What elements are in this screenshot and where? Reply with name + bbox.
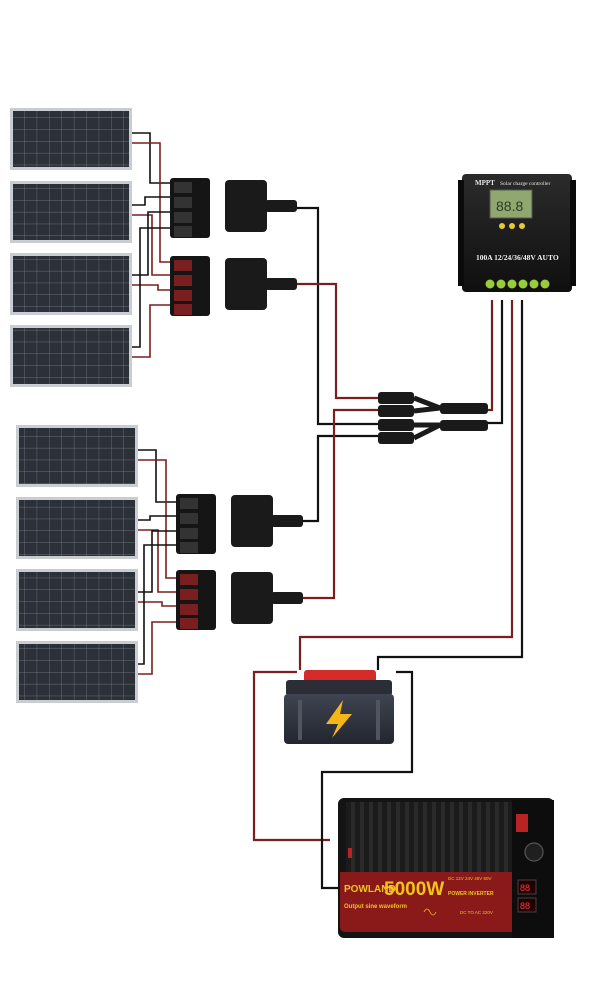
solar-panel xyxy=(16,569,138,631)
power-switch[interactable] xyxy=(516,814,528,832)
mc4-connectors-top-negative xyxy=(170,178,210,238)
mppt-charge-controller: MPPT Solar charge controller 88.8 100A 1… xyxy=(458,174,576,292)
controller-button-2[interactable] xyxy=(509,223,515,229)
svg-text:88: 88 xyxy=(520,901,530,911)
inverter-display-2 xyxy=(517,897,537,913)
inverter-display-1 xyxy=(517,879,537,895)
controller-title: Solar charge controller xyxy=(500,181,550,187)
inverter-label: POWER INVERTER xyxy=(448,891,494,897)
solar-panel xyxy=(10,181,132,243)
panel-leads-top xyxy=(132,132,170,358)
solar-panel xyxy=(16,497,138,559)
lightning-bolt-icon xyxy=(326,700,352,738)
branch-combiner-bottom-2 xyxy=(231,572,303,624)
controller-spec-label: 100A 12/24/36/48V AUTO xyxy=(476,253,559,262)
branch-combiner-bottom-1 xyxy=(231,495,303,547)
inverter-power-rating: 5000W xyxy=(384,879,444,900)
controller-lcd-digits: 88.8 xyxy=(496,198,523,214)
inverter-subtitle: Output sine waveform xyxy=(344,904,407,910)
solar-panel-array-bottom xyxy=(16,425,138,703)
mc4-connectors-bottom-negative xyxy=(176,494,216,554)
svg-text:88: 88 xyxy=(520,883,530,893)
battery xyxy=(284,670,394,744)
y-branch-connectors xyxy=(378,392,488,444)
inverter-brand: POWLAND xyxy=(344,884,396,895)
solar-panel xyxy=(16,641,138,703)
solar-panel xyxy=(10,253,132,315)
controller-brand: MPPT xyxy=(475,179,495,187)
inverter-conversion: DC TO AC 220V xyxy=(460,910,493,915)
controller-lcd-screen xyxy=(489,189,533,219)
branch-combiner-top-1 xyxy=(225,180,297,232)
main-wiring xyxy=(252,206,524,890)
power-inverter: 88 88 POWLAND 5000W DC 12V 24V 48V 60V P… xyxy=(338,798,554,938)
solar-panel xyxy=(10,108,132,170)
sine-wave-icon xyxy=(423,908,437,916)
solar-panel-array-top xyxy=(10,108,132,387)
mc4-connectors-bottom-positive xyxy=(176,570,216,630)
panel-leads-bottom xyxy=(138,449,176,675)
branch-combiner-top-2 xyxy=(225,258,297,310)
controller-button-3[interactable] xyxy=(519,223,525,229)
mc4-connectors-top-positive xyxy=(170,256,210,316)
ac-outlet xyxy=(524,842,544,862)
controller-button-1[interactable] xyxy=(499,223,505,229)
solar-panel xyxy=(16,425,138,487)
solar-panel xyxy=(10,325,132,387)
inverter-label-band xyxy=(340,872,512,932)
inverter-voltages: DC 12V 24V 48V 60V xyxy=(448,876,492,881)
controller-terminals xyxy=(485,279,550,289)
